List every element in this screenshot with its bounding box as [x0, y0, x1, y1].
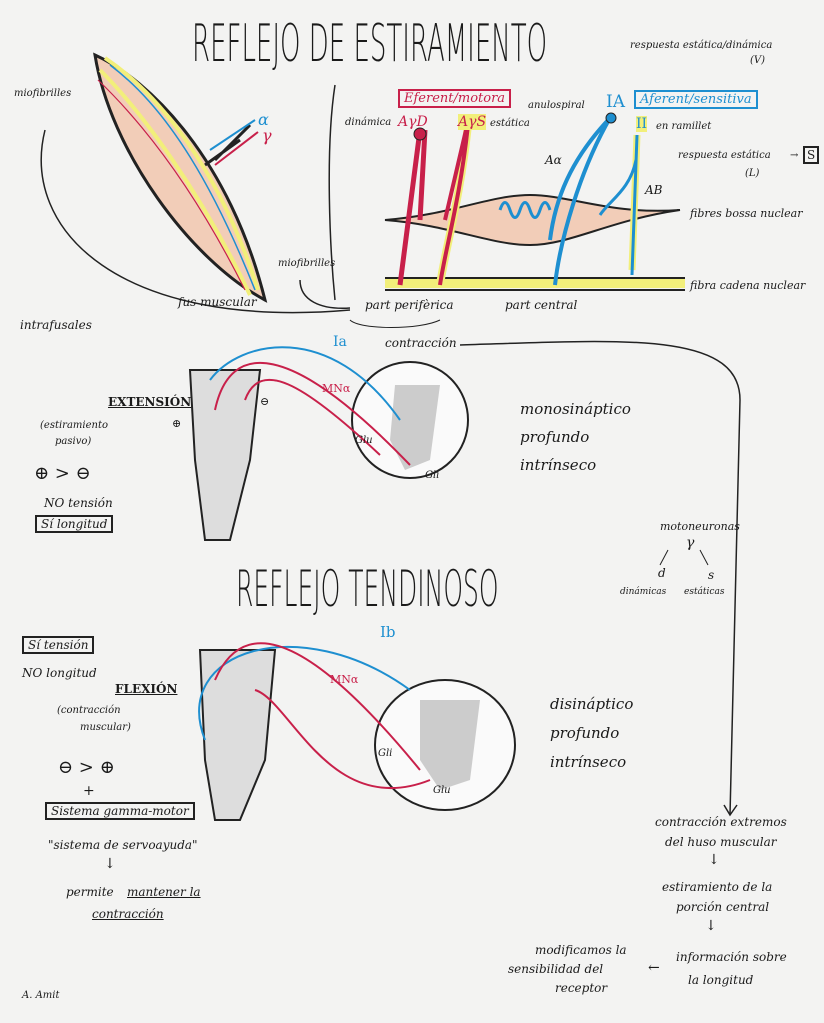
ii-label: II	[636, 116, 648, 132]
extension-note-1: (estiramiento	[40, 420, 108, 431]
dynamic-label: dinámicas	[620, 587, 667, 597]
plus-sign-2: +	[83, 783, 95, 799]
glu-label: Glu	[355, 435, 373, 446]
tendon-reflex-title: REFLEJO TENDINOSO	[236, 560, 499, 618]
motoneurons-d: d	[658, 566, 666, 580]
down-arrow: ↓	[104, 856, 116, 872]
l-label: (L)	[745, 168, 760, 179]
arrow-to-s: →	[790, 150, 799, 161]
fus-muscular-label: fus muscular	[178, 295, 257, 309]
s-box: S	[803, 146, 820, 164]
gamma-motor-box: Sistema gamma-motor	[45, 802, 195, 820]
flexion-mna-label: MNα	[330, 673, 359, 686]
extension-prop-2: profundo	[520, 428, 590, 446]
ia-fiber-label: Ia	[333, 334, 347, 350]
flexion-compare: ⊖ > ⊕	[58, 757, 115, 778]
flexion-gli-label: Gli	[378, 748, 393, 759]
afferent-sensory-box: Aferent/sensitiva	[634, 90, 758, 109]
permite-label: permite	[66, 885, 114, 899]
muscle-fiber-drawing	[93, 52, 268, 303]
a-alpha-label: Aα	[545, 153, 562, 167]
ib-fiber-label: Ib	[380, 623, 396, 641]
nuclear-bag-label: fibres bossa nuclear	[690, 207, 803, 220]
flow-step-4c: receptor	[555, 981, 608, 995]
motoneurons-gamma: γ	[686, 535, 695, 551]
flexion-prop-1: disináptico	[550, 695, 634, 713]
flow-step-1b: del huso muscular	[665, 835, 777, 849]
motoneurons-s: s	[708, 568, 715, 582]
flow-arrow-3: ←	[648, 960, 660, 976]
mna-label: MNα	[322, 382, 351, 395]
flexion-note-2: muscular)	[80, 722, 131, 733]
en-ramillet-label: en ramillet	[656, 121, 712, 132]
miofibrilles-label-2: miofibrilles	[278, 258, 336, 269]
static-response-label: respuesta estática	[678, 150, 771, 161]
ays-label: AγS	[458, 114, 487, 130]
dinamica-label: dinámica	[345, 117, 392, 128]
stretch-reflex-title: REFLEJO DE ESTIRAMIENTO	[192, 14, 548, 74]
servo-label: "sistema de servoayuda"	[48, 838, 198, 852]
no-longitud-label: NO longitud	[22, 666, 97, 680]
ayd-label: AγD	[398, 114, 428, 130]
contraction-label: contracción	[385, 336, 457, 350]
intrafusales-label: intrafusales	[20, 318, 92, 332]
motoneurons-label: motoneuronas	[660, 520, 740, 533]
flow-step-4b: sensibilidad del	[508, 962, 604, 976]
miofibrilles-label: miofibrilles	[14, 88, 72, 99]
mantener-label: mantener la	[127, 885, 201, 899]
extension-note-2: pasivo)	[55, 436, 92, 447]
flow-step-3b: la longitud	[688, 973, 754, 987]
flow-step-2b: porción central	[676, 900, 770, 914]
flow-step-2a: estiramiento de la	[662, 880, 773, 894]
ia-label: IA	[606, 92, 625, 112]
peripheral-part-label: part perifèrica	[365, 298, 454, 312]
flexion-glu-label: Glu	[433, 785, 451, 796]
si-tension-box: Sí tensión	[22, 636, 95, 654]
extension-prop-3: intrínseco	[520, 456, 597, 474]
central-part-label: part central	[505, 298, 578, 312]
flexion-prop-3: intrínseco	[550, 753, 627, 771]
flexion-note-1: (contracción	[57, 705, 121, 716]
extension-prop-1: monosináptico	[520, 400, 631, 418]
static-dynamic-response-label: respuesta estática/dinámica	[630, 40, 773, 51]
extension-title: EXTENSIÓN	[108, 395, 192, 409]
gli-label: Gli	[425, 470, 440, 481]
flow-arrow-2: ↓	[705, 918, 717, 934]
a-beta-label: AB	[645, 183, 663, 197]
tendon-reflex-drawing	[198, 642, 516, 821]
nuclear-chain-label: fibra cadena nuclear	[690, 279, 806, 292]
extension-compare: ⊕ > ⊖	[34, 463, 91, 484]
gamma-label: γ	[262, 126, 272, 145]
flexion-prop-2: profundo	[550, 724, 620, 742]
v-label: (V)	[750, 55, 766, 66]
efferent-motor-box: Eferent/motora	[398, 89, 512, 108]
flexion-title: FLEXIÓN	[115, 682, 178, 696]
flow-arrow-1: ↓	[708, 852, 720, 868]
estatica-label: estática	[490, 118, 530, 129]
muscle-spindle-drawing	[384, 112, 685, 291]
static-label: estáticas	[684, 587, 725, 597]
no-tension-label: NO tensión	[44, 496, 113, 510]
author-signature: A. Amit	[22, 990, 60, 1001]
flow-step-3a: información sobre	[676, 950, 787, 964]
anulospiral-label: anulospiral	[528, 100, 585, 111]
contraccion-label: contracción	[92, 907, 164, 921]
si-longitud-box: Sí longitud	[35, 515, 114, 533]
extension-reflex-drawing	[188, 346, 469, 541]
minus-sign: ⊖	[260, 395, 270, 408]
plus-sign: ⊕	[172, 417, 182, 430]
flow-step-4a: modificamos la	[535, 943, 627, 957]
flow-step-1a: contracción extremos	[655, 815, 787, 829]
alpha-label: α	[258, 110, 269, 129]
